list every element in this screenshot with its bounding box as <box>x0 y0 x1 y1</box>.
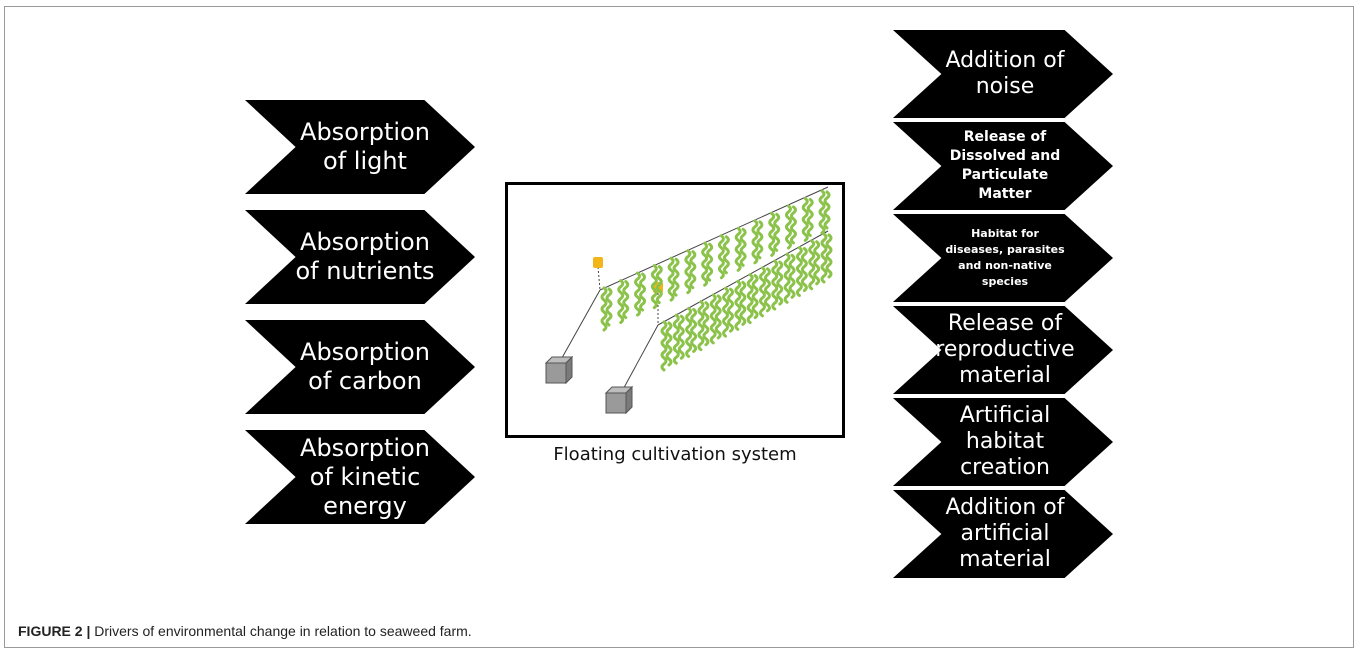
seaweed-strand <box>820 232 828 284</box>
seaweed-strand <box>690 307 698 353</box>
anchor-line-upper <box>557 289 601 366</box>
seaweed-strand <box>706 242 714 282</box>
seaweed-strand <box>639 272 647 312</box>
seaweed-strand <box>689 250 697 290</box>
cultivation-svg <box>544 186 833 415</box>
driver-label: Addition of artificial material <box>945 495 1065 572</box>
anchor-line-lower <box>619 324 659 396</box>
figure-caption-text: Drivers of environmental change in relat… <box>90 623 472 639</box>
seaweed-strand <box>685 306 693 358</box>
seaweed-strand <box>660 320 668 372</box>
seaweed-strand <box>672 313 680 365</box>
seaweed-strand <box>714 294 722 340</box>
driver-label: Addition of noise <box>945 48 1065 99</box>
seaweed-strand <box>739 280 747 326</box>
seaweed-strand <box>823 190 831 230</box>
seaweed-strand <box>768 211 776 257</box>
seaweed-strand <box>739 227 747 267</box>
seaweed-strand <box>655 265 663 305</box>
seaweed-strand <box>800 247 808 293</box>
seaweed-strand <box>763 267 771 313</box>
buoy-upper-icon <box>593 257 603 268</box>
seaweed-strand <box>756 220 764 260</box>
floating-cultivation-illustration <box>505 182 845 438</box>
seaweed-strand <box>818 189 826 235</box>
seaweed-strand <box>808 239 816 291</box>
anchor-upper-icon <box>544 355 574 385</box>
driver-label: Absorption of carbon <box>300 338 430 395</box>
seaweed-strand <box>746 273 754 325</box>
seaweed-strand <box>751 274 759 320</box>
buoy-line-upper <box>597 266 601 291</box>
seaweed-strand <box>776 260 784 306</box>
anchor-lower-icon <box>604 385 634 415</box>
seaweed-strand <box>622 280 630 320</box>
seaweed-strand <box>789 205 797 245</box>
driver-label: Release of Dissolved and Particulate Mat… <box>949 129 1061 202</box>
seaweed-strand <box>751 219 759 265</box>
seaweed-strand <box>758 266 766 318</box>
seaweed-strand <box>722 235 730 275</box>
driver-label: Absorption of light <box>300 118 430 175</box>
driver-label: Absorption of kinetic energy <box>300 433 430 520</box>
seaweed-strand <box>784 204 792 250</box>
seaweed-strand <box>795 246 803 298</box>
seaweed-strand <box>806 197 814 237</box>
seaweed-strand <box>771 259 779 311</box>
seaweed-strand <box>734 226 742 272</box>
seaweed-strand <box>788 253 796 299</box>
seaweed-strand <box>702 301 710 347</box>
driver-label: Absorption of nutrients <box>295 228 435 285</box>
driver-artificial-habitat: Artificial habitat creation <box>893 398 1113 486</box>
seaweed-strand <box>697 300 705 352</box>
seaweed-strand <box>717 234 725 280</box>
seaweed-strand <box>722 286 730 338</box>
seaweed-strand <box>600 286 608 332</box>
driver-label: Release of reproductive material <box>935 311 1075 388</box>
system-caption: Floating cultivation system <box>553 444 797 465</box>
seaweed-strand <box>634 271 642 317</box>
seaweed-strand <box>605 287 613 327</box>
driver-absorption-kinetic-energy: Absorption of kinetic energy <box>245 430 475 524</box>
seaweed-strand <box>813 240 821 286</box>
seaweed-strand <box>825 233 833 279</box>
seaweed-strand <box>734 279 742 331</box>
figure-caption: FIGURE 2 | Drivers of environmental chan… <box>18 623 472 639</box>
seaweed-strand <box>783 252 791 304</box>
seaweed-strand <box>667 256 675 302</box>
driver-label: Habitat for diseases, parasites and non-… <box>945 227 1065 288</box>
seaweed-strand <box>801 196 809 242</box>
figure-frame <box>4 6 1354 648</box>
seaweed-strand <box>727 287 735 333</box>
driver-label: Artificial habitat creation <box>959 403 1051 480</box>
seaweed-strand <box>617 279 625 325</box>
figure-caption-label: FIGURE 2 | <box>18 623 91 639</box>
driver-artificial-material: Addition of artificial material <box>893 490 1113 578</box>
seaweed-strand <box>684 249 692 295</box>
seaweed-strand <box>672 257 680 297</box>
seaweed-strand <box>677 314 685 360</box>
seaweed-group <box>600 189 833 372</box>
seaweed-strand <box>665 321 673 367</box>
seaweed-strand <box>709 293 717 345</box>
seaweed-strand <box>650 264 658 310</box>
seaweed-strand <box>701 241 709 287</box>
seaweed-strand <box>773 212 781 252</box>
